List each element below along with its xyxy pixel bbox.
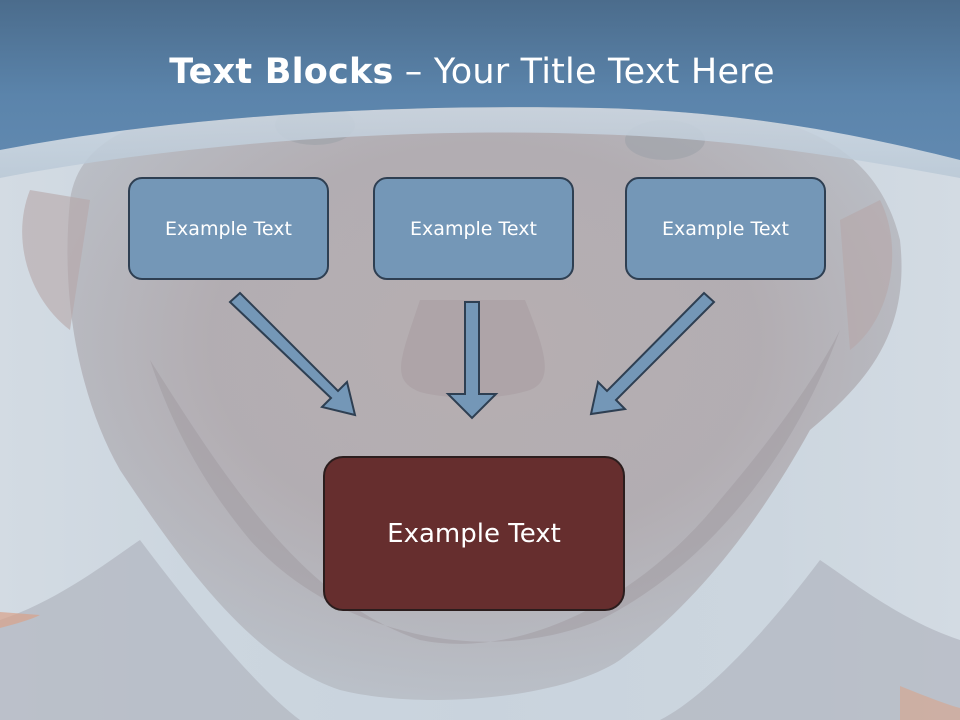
main-text-block[interactable]: Example Text (323, 456, 625, 611)
text-block-1-label: Example Text (165, 217, 292, 240)
title-separator: – (393, 52, 434, 92)
arrow-left (228, 291, 357, 417)
main-text-block-label: Example Text (387, 518, 561, 549)
title-regular: Your Title Text Here (433, 52, 775, 92)
text-block-3[interactable]: Example Text (625, 177, 826, 280)
text-block-3-label: Example Text (662, 217, 789, 240)
text-block-2[interactable]: Example Text (373, 177, 574, 280)
slide-title: Text Blocks – Your Title Text Here (0, 52, 944, 92)
title-bold: Text Blocks (169, 52, 394, 92)
arrow-right (589, 291, 716, 416)
text-block-2-label: Example Text (410, 217, 537, 240)
text-block-1[interactable]: Example Text (128, 177, 329, 280)
arrow-center (445, 301, 499, 420)
